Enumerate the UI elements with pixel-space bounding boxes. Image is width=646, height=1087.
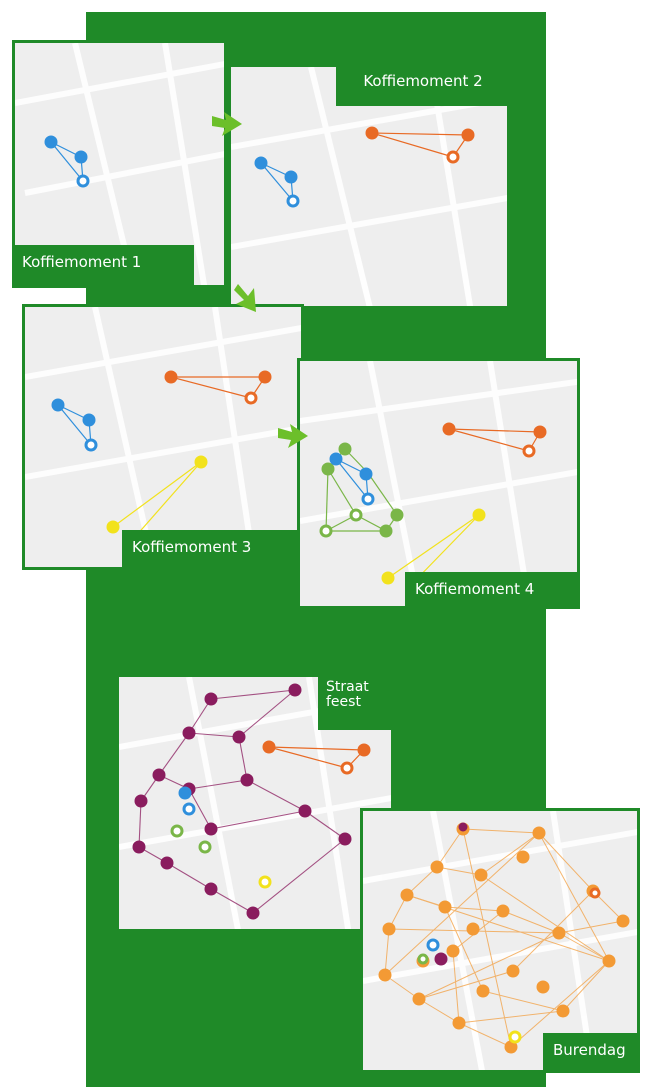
panel-koffiemoment-3: [22, 304, 304, 570]
green-arrow-icon: [234, 284, 256, 312]
map-koffiemoment-4: [300, 361, 577, 606]
label-koffiemoment-2: Koffiemoment 2: [336, 64, 510, 106]
label-straatfeest: Straat feest: [318, 674, 394, 730]
map-koffiemoment-3: [25, 307, 301, 567]
green-arrow-icon: [278, 424, 308, 448]
panel-koffiemoment-4: [297, 358, 580, 609]
label-burendag: Burendag: [543, 1033, 640, 1073]
green-arrow-icon: [212, 112, 242, 136]
label-koffiemoment-1: Koffiemoment 1: [12, 245, 194, 285]
label-koffiemoment-4: Koffiemoment 4: [405, 572, 580, 609]
label-koffiemoment-3: Koffiemoment 3: [122, 530, 304, 570]
panel-burendag: [360, 808, 640, 1073]
blue-node: [44, 135, 90, 188]
map-burendag: [363, 811, 637, 1070]
